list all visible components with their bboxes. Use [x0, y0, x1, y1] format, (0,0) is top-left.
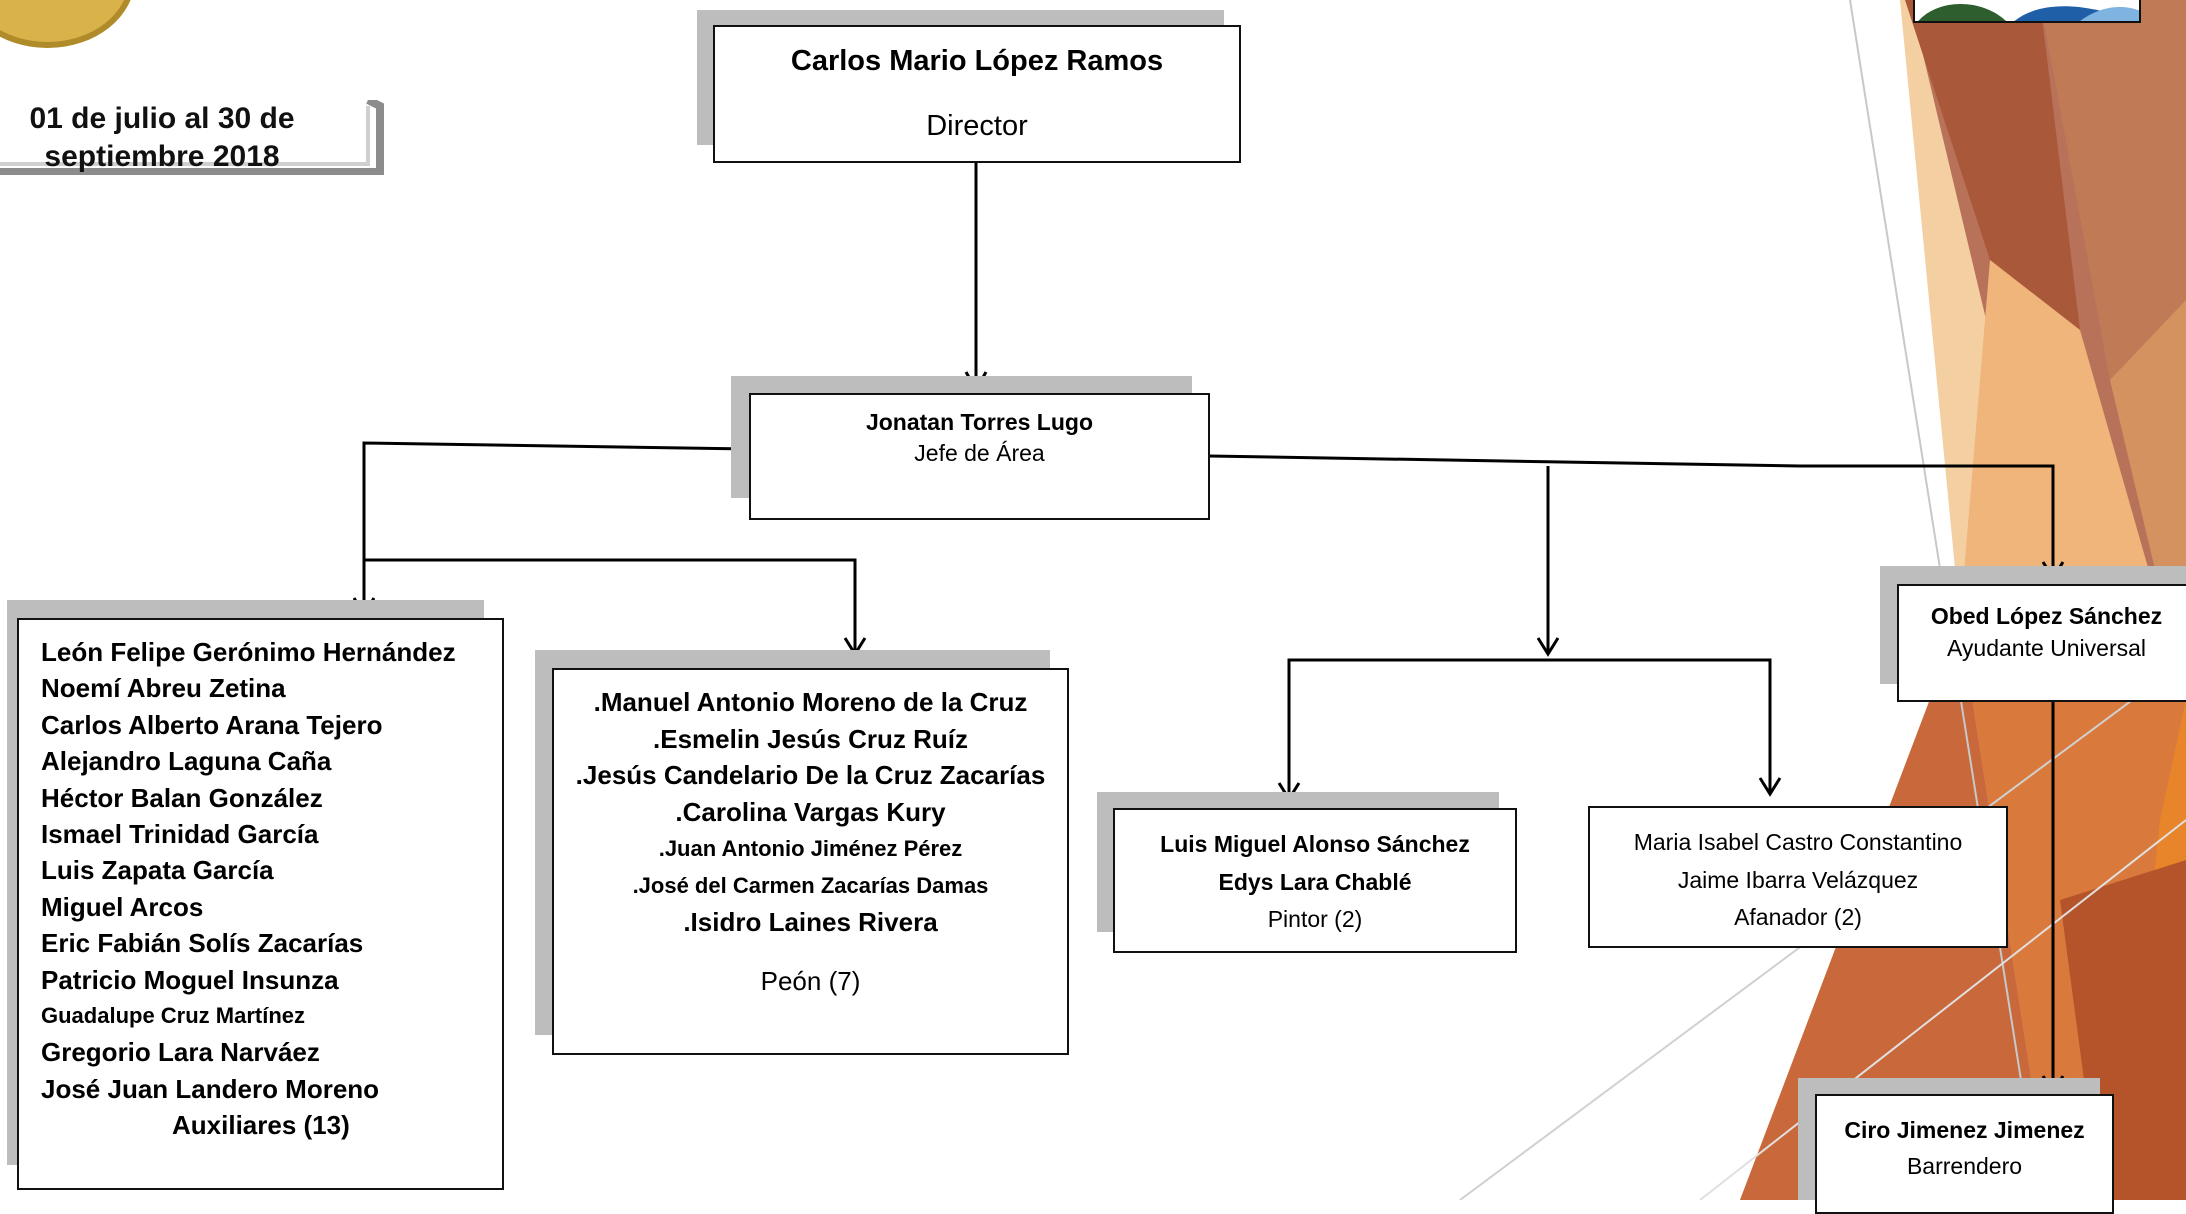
jefe-name: Jonatan Torres Lugo — [865, 409, 1094, 435]
auxiliar-item: Ismael Trinidad García — [41, 819, 319, 850]
ayudante-box: Obed López Sánchez Ayudante Universal — [1897, 584, 2186, 702]
peon-item: .Jesús Candelario De la Cruz Zacarías — [575, 760, 1046, 791]
peon-item: .Juan Antonio Jiménez Pérez — [658, 835, 963, 861]
auxiliar-item: Patricio Moguel Insunza — [41, 964, 339, 995]
auxiliar-item: Miguel Arcos — [41, 891, 204, 922]
auxiliar-item: Alejandro Laguna Caña — [41, 746, 332, 777]
barrendero-name: Ciro Jimenez Jimenez — [1844, 1117, 2085, 1143]
director-box: Carlos Mario López Ramos Director — [713, 25, 1241, 163]
auxiliar-item: León Felipe Gerónimo Hernández — [41, 637, 456, 667]
auxiliares-role: Auxiliares (13) — [172, 1110, 350, 1141]
afanador-item: Jaime Ibarra Velázquez — [1677, 866, 1919, 893]
afanador-item: Maria Isabel Castro Constantino — [1633, 829, 1963, 855]
peon-item: .José del Carmen Zacarías Damas — [632, 872, 989, 898]
auxiliar-item: Gregorio Lara Narváez — [41, 1037, 320, 1068]
peon-item: .Isidro Laines Rivera — [683, 907, 938, 938]
peon-item: .Esmelin Jesús Cruz Ruíz — [653, 723, 968, 754]
peon-item: .Carolina Vargas Kury — [675, 797, 946, 828]
pintor-item: Luis Miguel Alonso Sánchez — [1160, 831, 1470, 857]
auxiliar-item: Guadalupe Cruz Martínez — [41, 1003, 306, 1029]
peones-role: Peón (7) — [760, 965, 861, 996]
jefe-role: Jefe de Área — [914, 440, 1045, 466]
director-name: Carlos Mario López Ramos — [790, 45, 1164, 77]
date-line-2: septiembre 2018 — [44, 140, 280, 173]
director-role: Director — [926, 110, 1028, 142]
pintores-role: Pintor (2) — [1267, 906, 1363, 932]
peon-item: .Manuel Antonio Moreno de la Cruz — [593, 687, 1028, 717]
flag-emblem — [1913, 0, 2141, 23]
date-line-1: 01 de julio al 30 de — [29, 102, 295, 135]
ayudante-role: Ayudante Universal — [1946, 635, 2147, 661]
peones-box: .Manuel Antonio Moreno de la Cruz .Esmel… — [552, 668, 1069, 1055]
auxiliar-item: Luis Zapata García — [41, 855, 274, 886]
pintor-item: Edys Lara Chablé — [1218, 868, 1412, 895]
auxiliar-item: Eric Fabián Solís Zacarías — [41, 928, 364, 959]
auxiliar-item: Héctor Balan González — [41, 782, 323, 813]
auxiliar-item: Noemí Abreu Zetina — [41, 673, 286, 704]
auxiliar-item: Carlos Alberto Arana Tejero — [41, 709, 383, 740]
date-range: 01 de julio al 30 de septiembre 2018 — [12, 100, 312, 176]
barrendero-role: Barrendero — [1906, 1153, 2023, 1179]
afanadores-role: Afanador (2) — [1734, 904, 1862, 930]
date-label: 01 de julio al 30 de septiembre 2018 — [0, 100, 385, 175]
auxiliar-item: José Juan Landero Moreno — [41, 1073, 380, 1104]
pintores-box: Luis Miguel Alonso Sánchez Edys Lara Cha… — [1113, 808, 1517, 953]
barrendero-box: Ciro Jimenez Jimenez Barrendero — [1815, 1094, 2114, 1214]
flag-icon — [1915, 0, 2139, 21]
date-bracket — [0, 100, 384, 175]
ayudante-name: Obed López Sánchez — [1930, 603, 2163, 629]
jefe-box: Jonatan Torres Lugo Jefe de Área — [749, 393, 1210, 520]
auxiliares-box: León Felipe Gerónimo Hernández Noemí Abr… — [17, 618, 504, 1190]
afanadores-box: Maria Isabel Castro Constantino Jaime Ib… — [1588, 806, 2008, 948]
